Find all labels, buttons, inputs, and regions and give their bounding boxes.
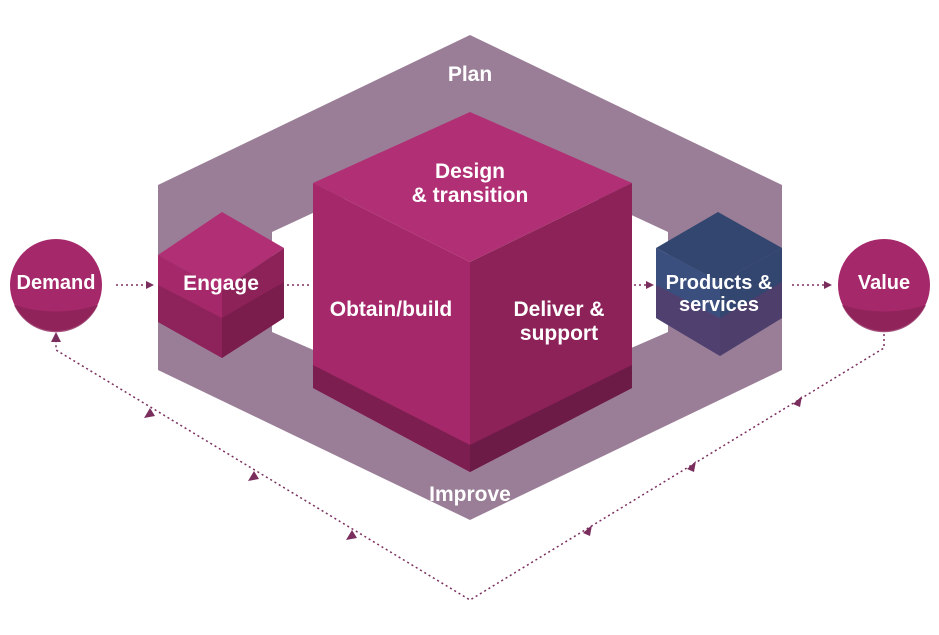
products-services-line-1: Products & (665, 272, 773, 294)
products-services-line-2: services (678, 294, 760, 317)
engage-label: Engage (183, 272, 259, 295)
products-services-cube (656, 212, 782, 356)
design-transition-label: Design & transition (385, 160, 555, 207)
deliver-support-label: Deliver & support (484, 298, 634, 345)
plan-improve-frame (158, 35, 782, 520)
feedback-loop-line (55, 334, 885, 601)
design-transition-line-1: Design (434, 160, 505, 183)
value-label: Value (857, 272, 911, 294)
engage-cube (158, 212, 284, 358)
products-services-label: Products & services (648, 272, 790, 317)
improve-label: Improve (429, 483, 511, 506)
obtain-build-label: Obtain/build (329, 298, 453, 321)
demand-label: Demand (16, 272, 96, 294)
plan-label: Plan (447, 63, 493, 86)
deliver-support-line-1: Deliver & (513, 298, 605, 321)
central-cube (313, 112, 632, 472)
deliver-support-line-2: support (519, 321, 599, 345)
demand-circle (10, 239, 102, 333)
feedback-loop-arrowheads (51, 332, 802, 540)
value-circle (838, 239, 930, 333)
design-transition-line-2: & transition (411, 183, 529, 207)
